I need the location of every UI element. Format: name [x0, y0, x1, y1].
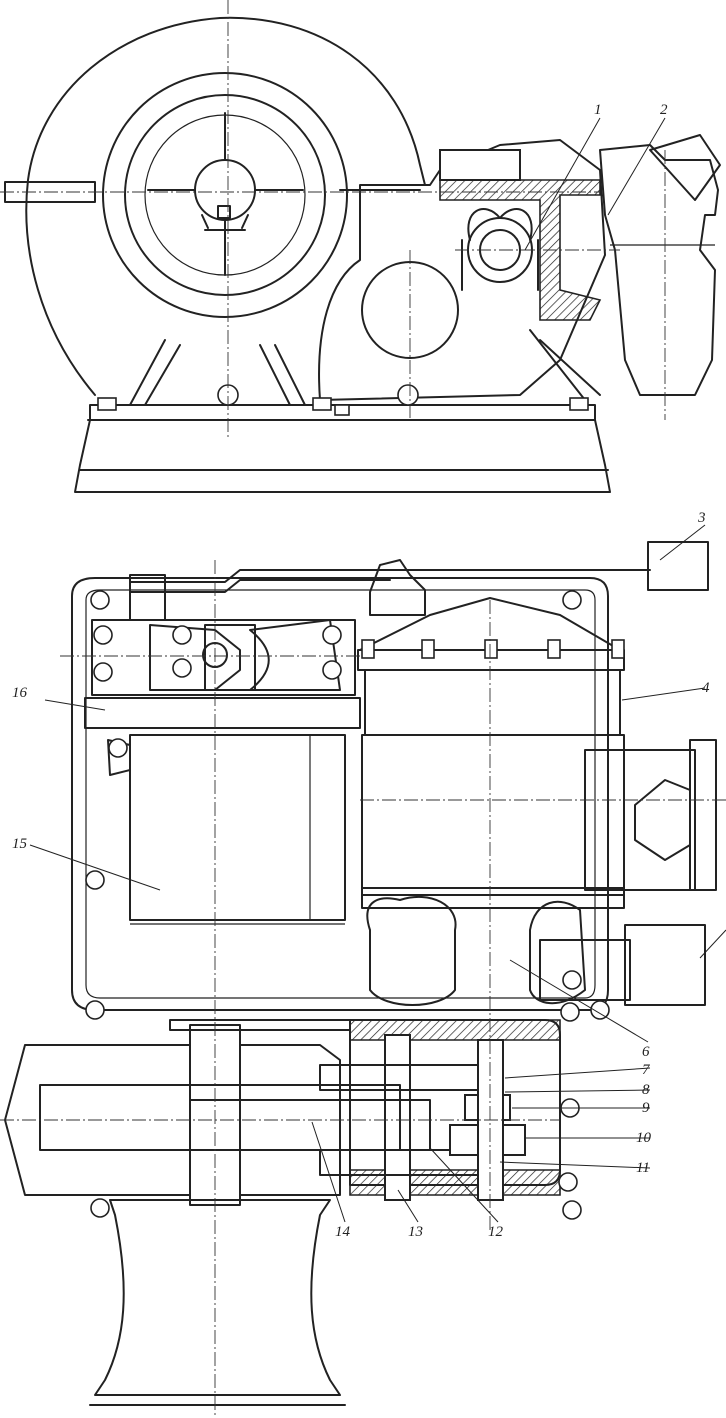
coupling-jaw [467, 208, 533, 241]
cargo-drum-15 [129, 734, 346, 921]
part-labels: 1 2 3 4 6 7 8 9 10 11 12 13 14 15 16 [12, 102, 710, 1240]
top-cover [439, 149, 521, 181]
support-strut [529, 329, 601, 401]
upper-bearing-block [91, 619, 356, 696]
drum-legs [129, 339, 306, 406]
label-2: 2 [660, 102, 668, 118]
label-12: 12 [488, 1224, 504, 1240]
side-elevation-view [0, 0, 721, 493]
label-9: 9 [642, 1100, 650, 1116]
label-14: 14 [335, 1224, 351, 1240]
coupling-housing-right [529, 900, 586, 1005]
worm-housing-section [439, 179, 602, 321]
drum-spokes [147, 112, 304, 276]
label-15: 15 [12, 836, 28, 852]
gearbox-casing [318, 139, 606, 401]
terminal-box [649, 134, 721, 201]
electric-motor-side [599, 144, 719, 396]
label-10: 10 [636, 1130, 652, 1146]
base-frame [74, 404, 611, 493]
plan-view [0, 524, 726, 1418]
drum-housing-shell [25, 16, 426, 396]
label-8: 8 [642, 1082, 650, 1098]
spur-gear-shaft-13 [384, 1034, 411, 1201]
base-bolts [97, 384, 589, 416]
control-box-3 [647, 541, 709, 591]
warping-head [94, 1199, 341, 1396]
electric-motor-4 [361, 734, 625, 896]
motor-flange-bolts [361, 639, 625, 659]
brake-band-16 [84, 697, 361, 729]
plan-bolts [85, 590, 610, 1220]
label-1: 1 [594, 102, 602, 118]
base-plate [71, 577, 609, 1011]
label-6: 6 [642, 1044, 650, 1060]
label-11: 11 [636, 1160, 650, 1176]
gearbox-plan [349, 1019, 561, 1186]
coupling-housing-left [366, 895, 457, 1006]
brake-drum-14 [39, 1084, 401, 1151]
drum-hub [194, 159, 256, 221]
brake-magnet [624, 924, 706, 1006]
label-7: 7 [642, 1062, 651, 1078]
rod-bracket [369, 559, 426, 616]
worm-shaft-8 [477, 1039, 504, 1201]
label-16: 16 [12, 685, 28, 701]
terminal-box-plan [584, 749, 696, 891]
drum-outer-rim [102, 72, 348, 318]
label-4: 4 [702, 680, 710, 696]
label-13: 13 [408, 1224, 423, 1240]
label-3: 3 [697, 510, 706, 526]
motor-body-upper [364, 669, 621, 736]
drum-inner-rim [124, 94, 326, 296]
control-rod [129, 569, 651, 593]
keyway [217, 205, 231, 219]
